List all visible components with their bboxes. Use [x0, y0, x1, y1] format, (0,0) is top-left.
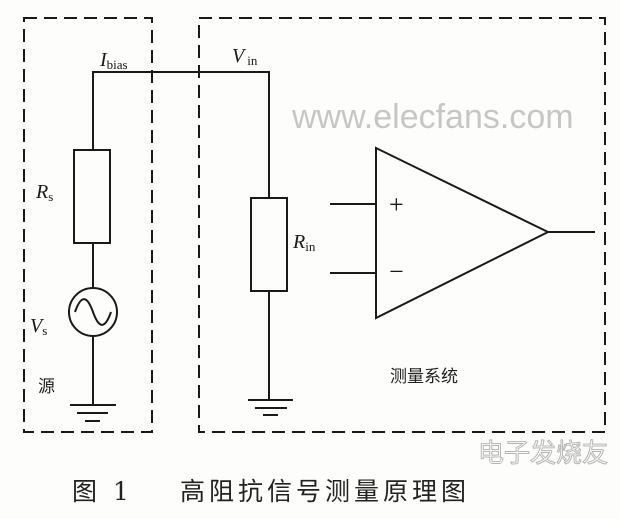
- figure-title: 高阻抗信号测量原理图: [180, 477, 470, 506]
- site-watermark: www.elecfans.com: [291, 98, 574, 136]
- top-wire: [92, 71, 270, 198]
- source-label: 源: [38, 377, 55, 397]
- source-box: [23, 17, 153, 433]
- ground-icon: [70, 404, 116, 422]
- v-s-label: Vs: [30, 315, 47, 338]
- r-in-label: Rin: [292, 231, 316, 254]
- i-bias-label: Ibias: [99, 49, 128, 72]
- input-resistor: [250, 197, 288, 292]
- ground-icon: [248, 399, 293, 416]
- plus-sign: +: [389, 190, 404, 219]
- r-s-label: Rs: [35, 181, 53, 204]
- brand-watermark: 电子发烧友: [478, 439, 608, 469]
- measurement-system-label: 测量系统: [390, 367, 458, 387]
- ac-source-icon: [68, 287, 118, 337]
- measurement-system-box: [198, 17, 606, 433]
- figure-number: 图 1: [72, 477, 133, 506]
- source-resistor: [73, 149, 111, 244]
- minus-sign: −: [389, 257, 404, 286]
- op-amp: [375, 146, 551, 320]
